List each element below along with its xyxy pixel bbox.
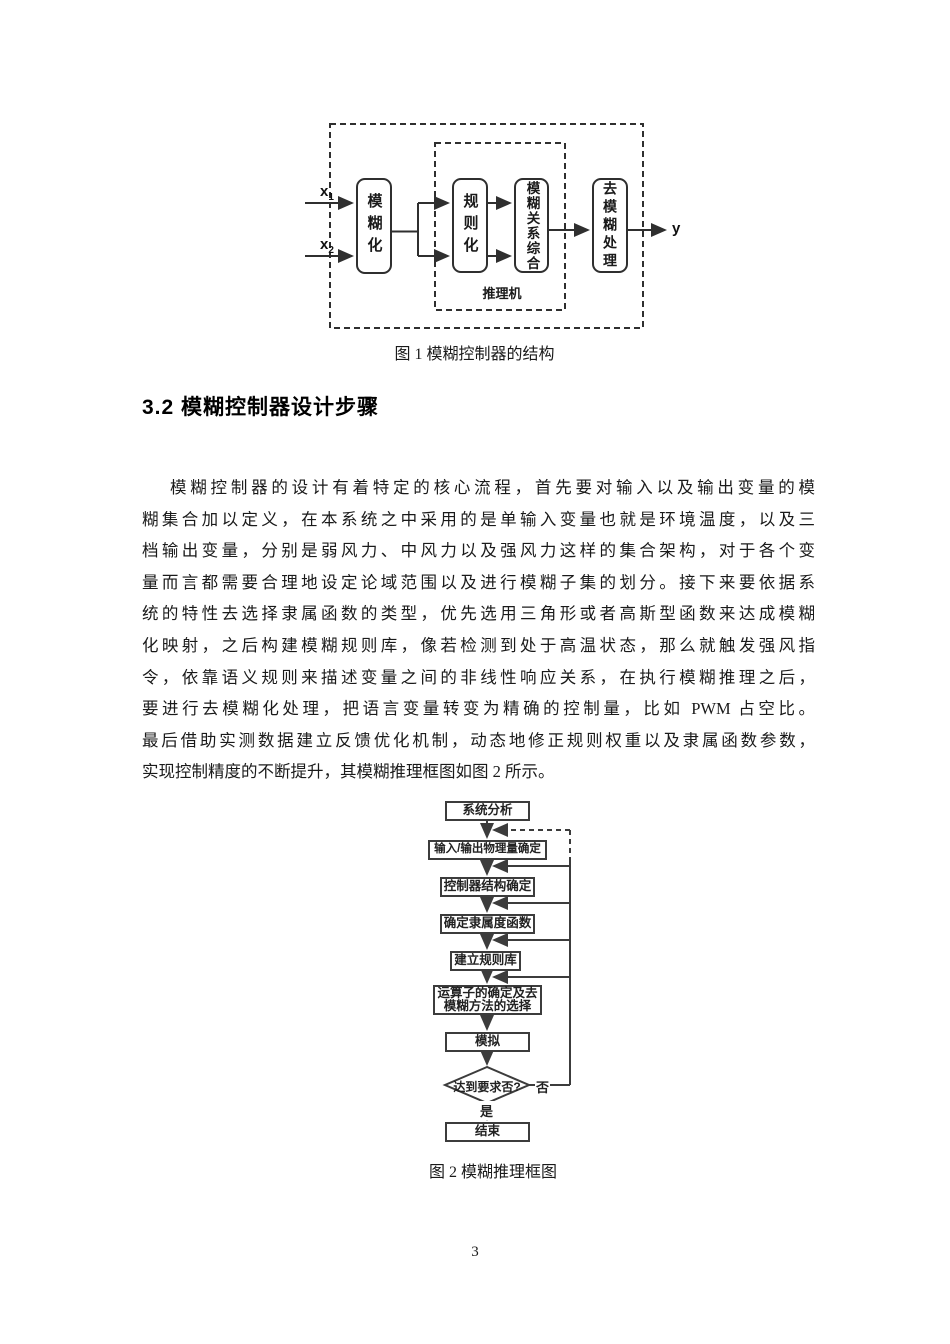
paragraph-line: 实现控制精度的不断提升，其模糊推理框图如图 2 所示。: [142, 762, 555, 782]
rulize-box-label: 规则化: [461, 192, 479, 259]
paragraph-line: 要进行去模糊化处理，把语言变量转变为精确的控制量，比如 PWM 占空比。: [142, 699, 815, 719]
defuzzify-box-label: 去模糊处理: [602, 180, 618, 271]
figure2-fuzzy-inference-flowchart: 系统分析 输入/输出物理量确定 控制器结构确定 确定隶属度函数 建立规则库 运算…: [393, 795, 593, 1150]
output-y-label: y: [672, 220, 681, 237]
body-paragraph: 模糊控制器的设计有着特定的核心流程，首先要对输入以及输出变量的模 糊集合加以定义…: [142, 472, 815, 788]
paragraph-line: 令，依靠语义规则来描述变量之间的非线性响应关系，在执行模糊推理之后，: [142, 667, 815, 687]
decision-label: 达到要求否?: [453, 1080, 521, 1094]
flow-step-end: 结束: [445, 1122, 530, 1142]
relation-box: 模糊关系综合: [514, 178, 549, 273]
paragraph-line: 最后借助实测数据建立反馈优化机制，动态地修正规则权重以及隶属函数参数，: [142, 730, 815, 750]
flow-step-line2: 模糊方法的选择: [443, 999, 532, 1013]
flow-step-rule-base: 建立规则库: [450, 951, 521, 971]
relation-box-label: 模糊关系综合: [524, 180, 540, 271]
rulize-box: 规则化: [452, 178, 488, 273]
figure1-diagram-lines: [305, 123, 667, 329]
inference-engine-label: 推理机: [482, 286, 522, 301]
defuzzify-box: 去模糊处理: [592, 178, 628, 273]
paragraph-line: 统的特性去选择隶属函数的类型，优先选用三角形或者高斯型函数来达成模糊: [142, 604, 815, 624]
paragraph-line: 化映射，之后构建模糊规则库，像若检测到处于高温状态，那么就触发强风指: [142, 635, 815, 655]
flow-step-line1: 运算子的确定及去: [437, 985, 538, 1000]
yes-branch-label: 是: [479, 1101, 495, 1120]
flow-step-operators-defuzz-method: 运算子的确定及去 模糊方法的选择: [433, 985, 542, 1015]
figure2-connectors: [480, 821, 571, 1121]
paragraph-line: 模糊控制器的设计有着特定的核心流程，首先要对输入以及输出变量的模: [170, 478, 815, 497]
input-x2-label: x2: [320, 236, 334, 256]
inference-engine-dashed-frame: [434, 142, 566, 311]
input-x1-label: x1: [320, 183, 334, 203]
page-number: 3: [471, 1244, 479, 1260]
figure1-caption: 图 1 模糊控制器的结构: [394, 346, 555, 363]
no-branch-label: 否: [535, 1077, 551, 1096]
figure2-caption: 图 2 模糊推理框图: [428, 1164, 557, 1181]
figure1-connectors: [305, 196, 667, 263]
flow-step-membership-functions: 确定隶属度函数: [440, 914, 535, 934]
fuzzify-box-label: 模糊化: [365, 193, 383, 259]
flow-step-io-quantities: 输入/输出物理量确定: [428, 840, 547, 860]
paragraph-line: 糊集合加以定义，在本系统之中采用的是单输入变量也就是环境温度，以及三: [142, 509, 815, 529]
section-heading: 3.2 模糊控制器设计步骤: [142, 396, 380, 419]
paragraph-line: 档输出变量，分别是弱风力、中风力以及强风力这样的集合架构，对于各个变: [142, 541, 815, 561]
figure1-frames: [329, 123, 644, 329]
flow-step-controller-structure: 控制器结构确定: [440, 877, 535, 897]
figure1-fuzzy-controller-structure: 模糊化 规则化 模糊关系综合 去模糊处理 x1 x2 y 推理机: [300, 115, 700, 345]
outer-dashed-frame: [329, 123, 644, 329]
fuzzify-box: 模糊化: [356, 178, 392, 274]
figure2-diagram-lines: [442, 821, 571, 1121]
flow-step-simulation: 模拟: [445, 1032, 530, 1052]
flow-step-system-analysis: 系统分析: [445, 801, 530, 821]
paragraph-line: 量而言都需要合理地设定论域范围以及进行模糊子集的划分。接下来要依据系: [142, 572, 815, 592]
